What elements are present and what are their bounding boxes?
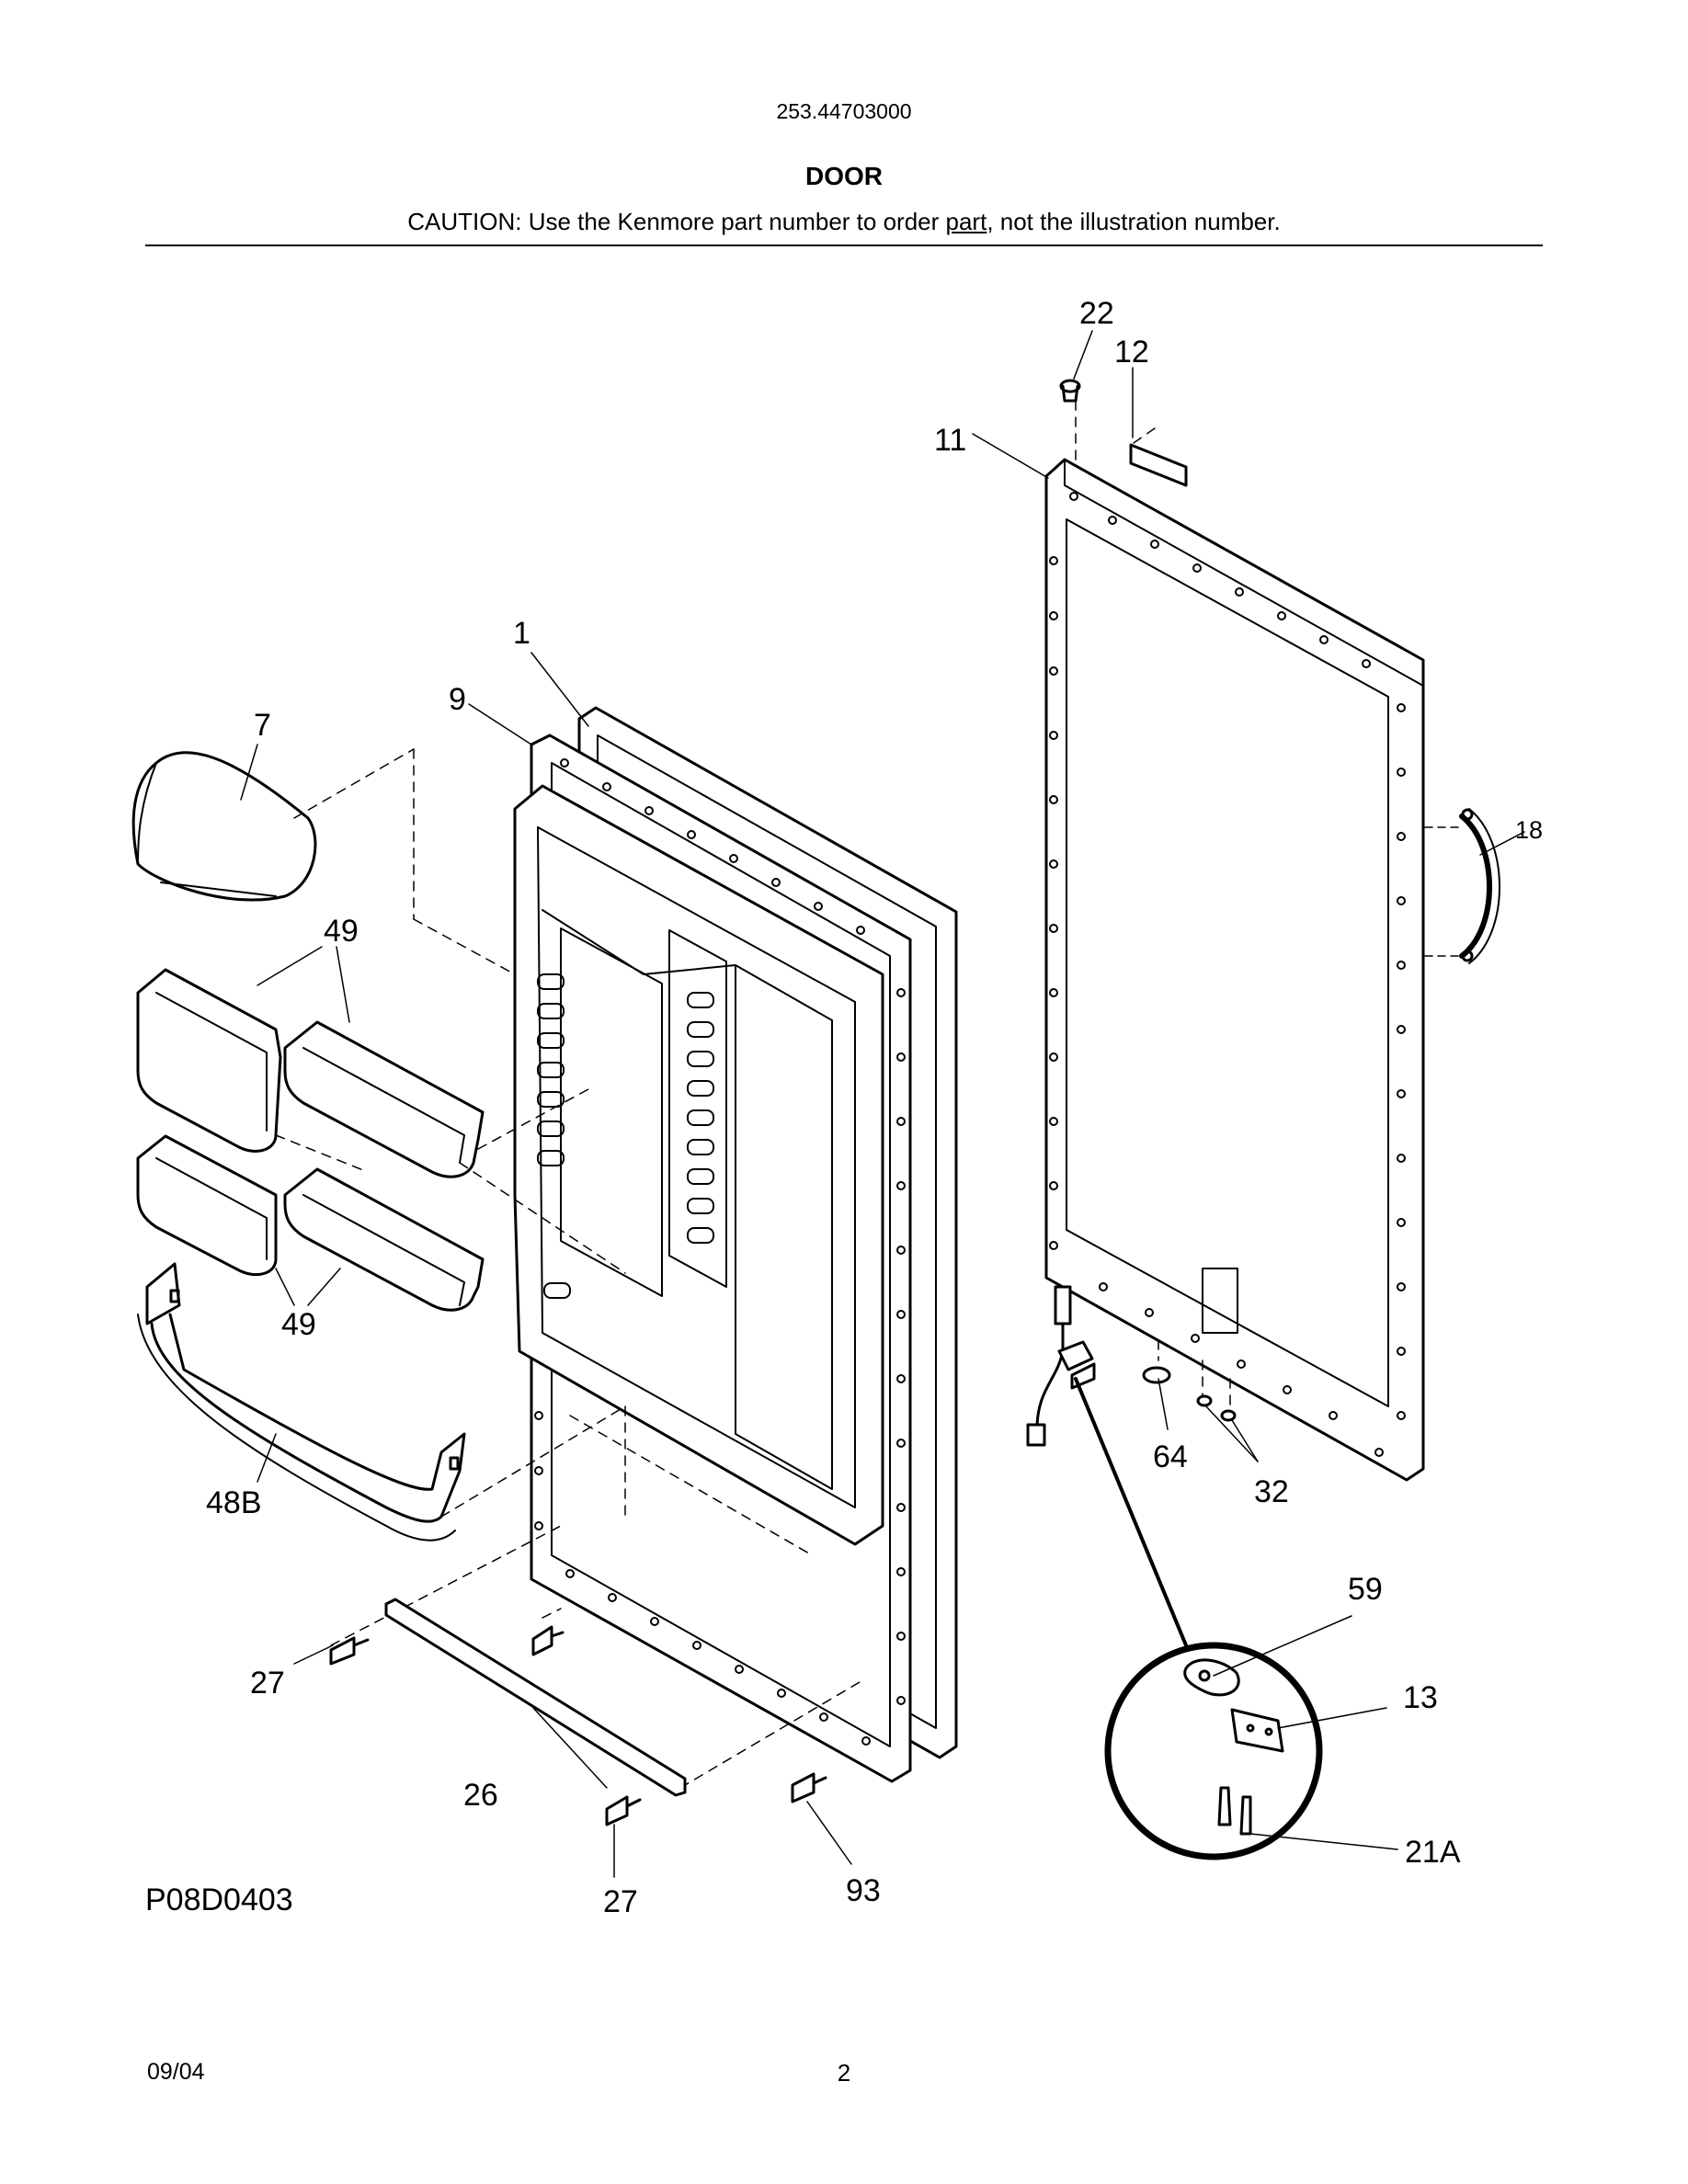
assembly-lines (275, 400, 1231, 1789)
caution-underlined-word: part (945, 208, 987, 235)
door-liner (513, 784, 884, 1546)
screws (329, 1625, 827, 1826)
callout-49-bottom: 49 (281, 1307, 316, 1342)
callout-32: 32 (1254, 1474, 1289, 1509)
leader-lines (240, 330, 1525, 1878)
callout-11: 11 (934, 423, 966, 458)
callout-59: 59 (1348, 1572, 1383, 1607)
callout-9: 9 (449, 682, 466, 717)
trim-strip (384, 1598, 687, 1797)
hinge-detail-circle (1074, 1377, 1323, 1860)
shelf-rail (137, 1262, 466, 1541)
outer-door-panel (1044, 458, 1425, 1482)
caution-prefix: CAUTION: Use the Kenmore part number to … (407, 208, 946, 235)
callout-7: 7 (254, 708, 271, 743)
caution-note: CAUTION: Use the Kenmore part number to … (0, 208, 1688, 236)
callout-64: 64 (1153, 1439, 1188, 1474)
callout-27-bottom: 27 (603, 1884, 638, 1919)
callout-13: 13 (1403, 1680, 1438, 1715)
callout-26: 26 (463, 1778, 498, 1813)
callout-48B: 48B (206, 1485, 262, 1520)
top-label (1129, 443, 1188, 487)
footer-date: 09/04 (147, 2059, 205, 2085)
footer-page-number: 2 (837, 2059, 851, 2087)
caution-suffix: , not the illustration number. (987, 208, 1281, 235)
door-handle (1424, 808, 1500, 964)
hinge-assembly (1026, 1285, 1237, 1447)
callout-21A: 21A (1405, 1835, 1461, 1870)
diagram-code: P08D0403 (145, 1883, 293, 1917)
top-plug (1059, 379, 1081, 403)
dairy-door (131, 751, 317, 902)
callout-49-top: 49 (324, 914, 359, 949)
callout-labels: 22 12 11 1 9 7 18 49 49 48B 64 32 59 13 … (145, 296, 1543, 1919)
model-number: 253.44703000 (776, 99, 912, 123)
callout-93: 93 (846, 1873, 881, 1908)
callout-18: 18 (1515, 816, 1543, 844)
door-bins (136, 968, 485, 1312)
callout-27-left: 27 (250, 1666, 285, 1701)
section-title: DOOR (805, 162, 883, 190)
callout-22: 22 (1079, 296, 1114, 331)
header-rule (145, 245, 1543, 246)
callout-12: 12 (1114, 335, 1149, 370)
callout-1: 1 (513, 616, 530, 651)
